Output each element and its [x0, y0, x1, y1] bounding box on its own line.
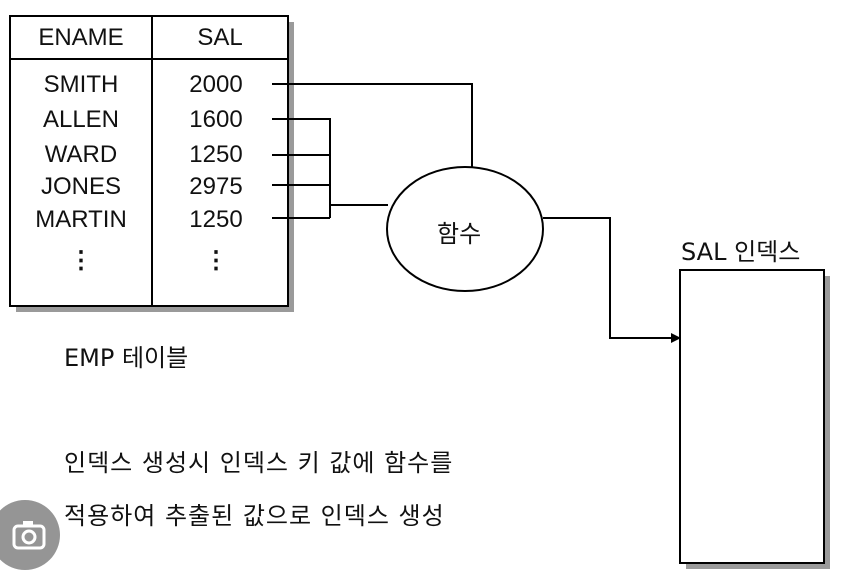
table-row-1-sal: 2000 [189, 71, 243, 98]
table-row-5-sal: 1250 [189, 206, 243, 233]
table-row-1-ename: SMITH [43, 71, 119, 98]
table-row-4-sal: 2975 [189, 173, 243, 200]
connectors [272, 83, 681, 343]
connector-row-1 [272, 83, 473, 168]
table-row-5-ename: MARTIN [35, 206, 127, 233]
description-line-2: 적용하여 추출된 값으로 인덱스 생성 [64, 502, 445, 530]
camera-lens-icon [12, 521, 46, 550]
lens-button[interactable] [0, 500, 60, 570]
column-header-ename: ENAME [38, 24, 124, 51]
column-header-sal: SAL [197, 24, 243, 51]
table-row-3-ename: WARD [44, 141, 118, 168]
table-row-4-ename: JONES [40, 173, 121, 200]
table-row-ellipsis-sal: ⋮ [204, 247, 228, 274]
emp-table-box [9, 15, 289, 307]
function-ellipse [386, 166, 544, 292]
table-row-2-sal: 1600 [189, 106, 243, 133]
sal-index-box [679, 269, 825, 564]
index-label: SAL 인덱스 [681, 238, 801, 266]
table-caption: EMP 테이블 [64, 344, 189, 372]
arrow-function-to-index [543, 217, 681, 343]
table-row-2-ename: ALLEN [42, 106, 120, 133]
description-line-1: 인덱스 생성시 인덱스 키 값에 함수를 [64, 449, 454, 477]
table-row-ellipsis-ename: ⋮ [69, 247, 93, 274]
function-label: 함수 [437, 220, 482, 248]
table-row-3-sal: 1250 [189, 141, 243, 168]
